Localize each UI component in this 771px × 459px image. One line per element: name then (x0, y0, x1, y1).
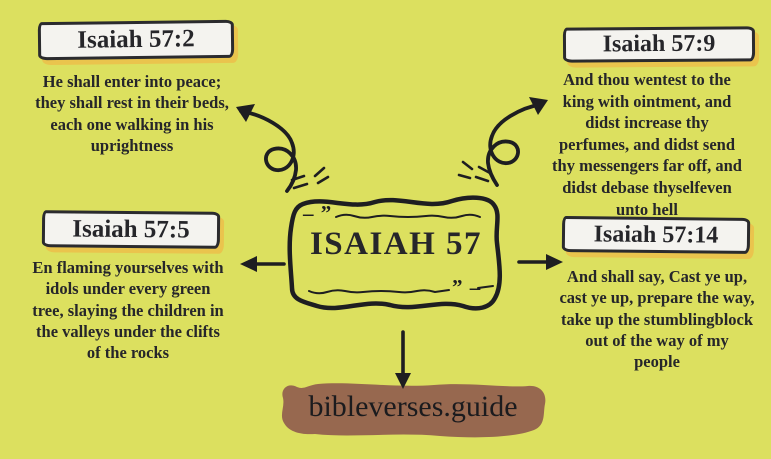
frame-top-squiggle (335, 213, 481, 219)
verse-header-isaiah-57-5: Isaiah 57:5 (41, 210, 221, 249)
verse-label: Isaiah 57:5 (72, 214, 190, 244)
curly-arrow-top-left-flicks (290, 166, 330, 190)
verse-label: Isaiah 57:14 (593, 220, 719, 249)
verse-text-isaiah-57-2: He shall enter into peace; they shall re… (35, 72, 229, 155)
curly-arrow-top-right-flicks (457, 160, 492, 183)
verse-label: Isaiah 57:9 (602, 30, 716, 58)
verse-text-isaiah-57-14: And shall say, Cast ye up, cast ye up, p… (559, 267, 755, 372)
verse-header-isaiah-57-9: Isaiah 57:9 (562, 26, 756, 63)
frame-bottom-quote-decoration: ” – (452, 275, 482, 299)
center-title: ISAIAH 57 (309, 226, 483, 262)
frame-bottom-squiggle (308, 289, 450, 295)
frame-top-quote-decoration: – ” (303, 201, 333, 225)
arrow-down-head (395, 373, 411, 389)
verse-text-isaiah-57-9: And thou wentest to the king with ointme… (552, 70, 742, 219)
verse-header-isaiah-57-14: Isaiah 57:14 (561, 216, 751, 254)
verse-text-isaiah-57-5: En flaming yourselves with idols under e… (32, 258, 224, 363)
verse-header-isaiah-57-2: Isaiah 57:2 (37, 19, 235, 61)
verse-label: Isaiah 57:2 (77, 25, 195, 54)
watermark-text: bibleverses.guide (308, 390, 518, 423)
